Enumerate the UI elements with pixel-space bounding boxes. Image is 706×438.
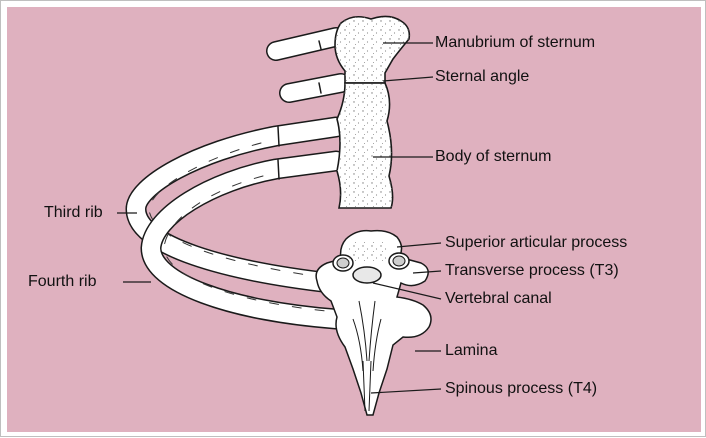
label-manubrium-of-sternum: Manubrium of sternum <box>435 34 595 52</box>
label-sternal-angle: Sternal angle <box>435 68 529 86</box>
rib-group <box>136 37 341 319</box>
label-spinous-process: Spinous process (T4) <box>445 380 597 398</box>
sternum <box>335 16 409 208</box>
vertebral-canal-shape <box>353 267 381 283</box>
label-third-rib: Third rib <box>44 204 103 222</box>
label-transverse-process: Transverse process (T3) <box>445 262 619 280</box>
label-lamina: Lamina <box>445 342 497 360</box>
label-vertebral-canal: Vertebral canal <box>445 290 552 308</box>
label-superior-articular-process: Superior articular process <box>445 234 627 252</box>
upper-rib-stubs <box>276 37 341 93</box>
label-fourth-rib: Fourth rib <box>28 273 96 291</box>
label-body-of-sternum: Body of sternum <box>435 148 552 166</box>
